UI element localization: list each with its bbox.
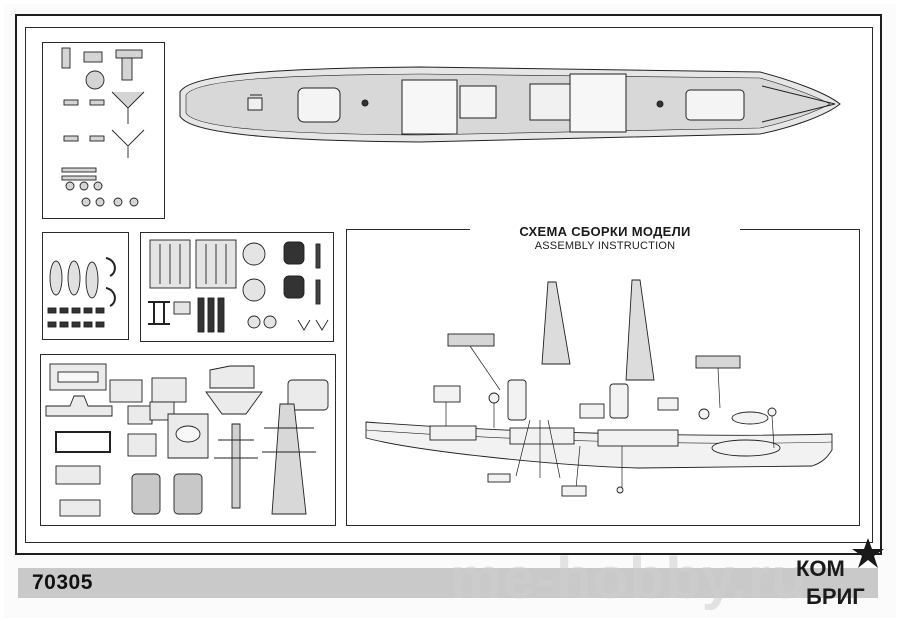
containers-drawing [148,239,329,333]
assembly-panel [346,229,860,526]
sprue-panel-small-parts [42,42,165,219]
sheet-inner-border [25,27,873,543]
product-code: 70305 [32,571,93,594]
assembly-title: СХЕМА СБОРКИ МОДЕЛИ [470,224,740,239]
superstructure-drawing [45,363,329,517]
logo-text-top: КОМ [796,556,845,581]
footer-band [18,568,878,598]
brand-logo: КОМ БРИГ [796,538,884,609]
boats-drawing [47,257,116,328]
star-icon [852,538,884,568]
hull-deck-drawing [179,66,841,143]
watermark: me-hobby.ru [450,546,808,611]
assembly-subtitle: ASSEMBLY INSTRUCTION [534,240,676,252]
assembly-diagram [365,279,833,497]
small-parts-drawing [61,47,145,207]
logo-text-bottom: БРИГ [806,584,865,609]
